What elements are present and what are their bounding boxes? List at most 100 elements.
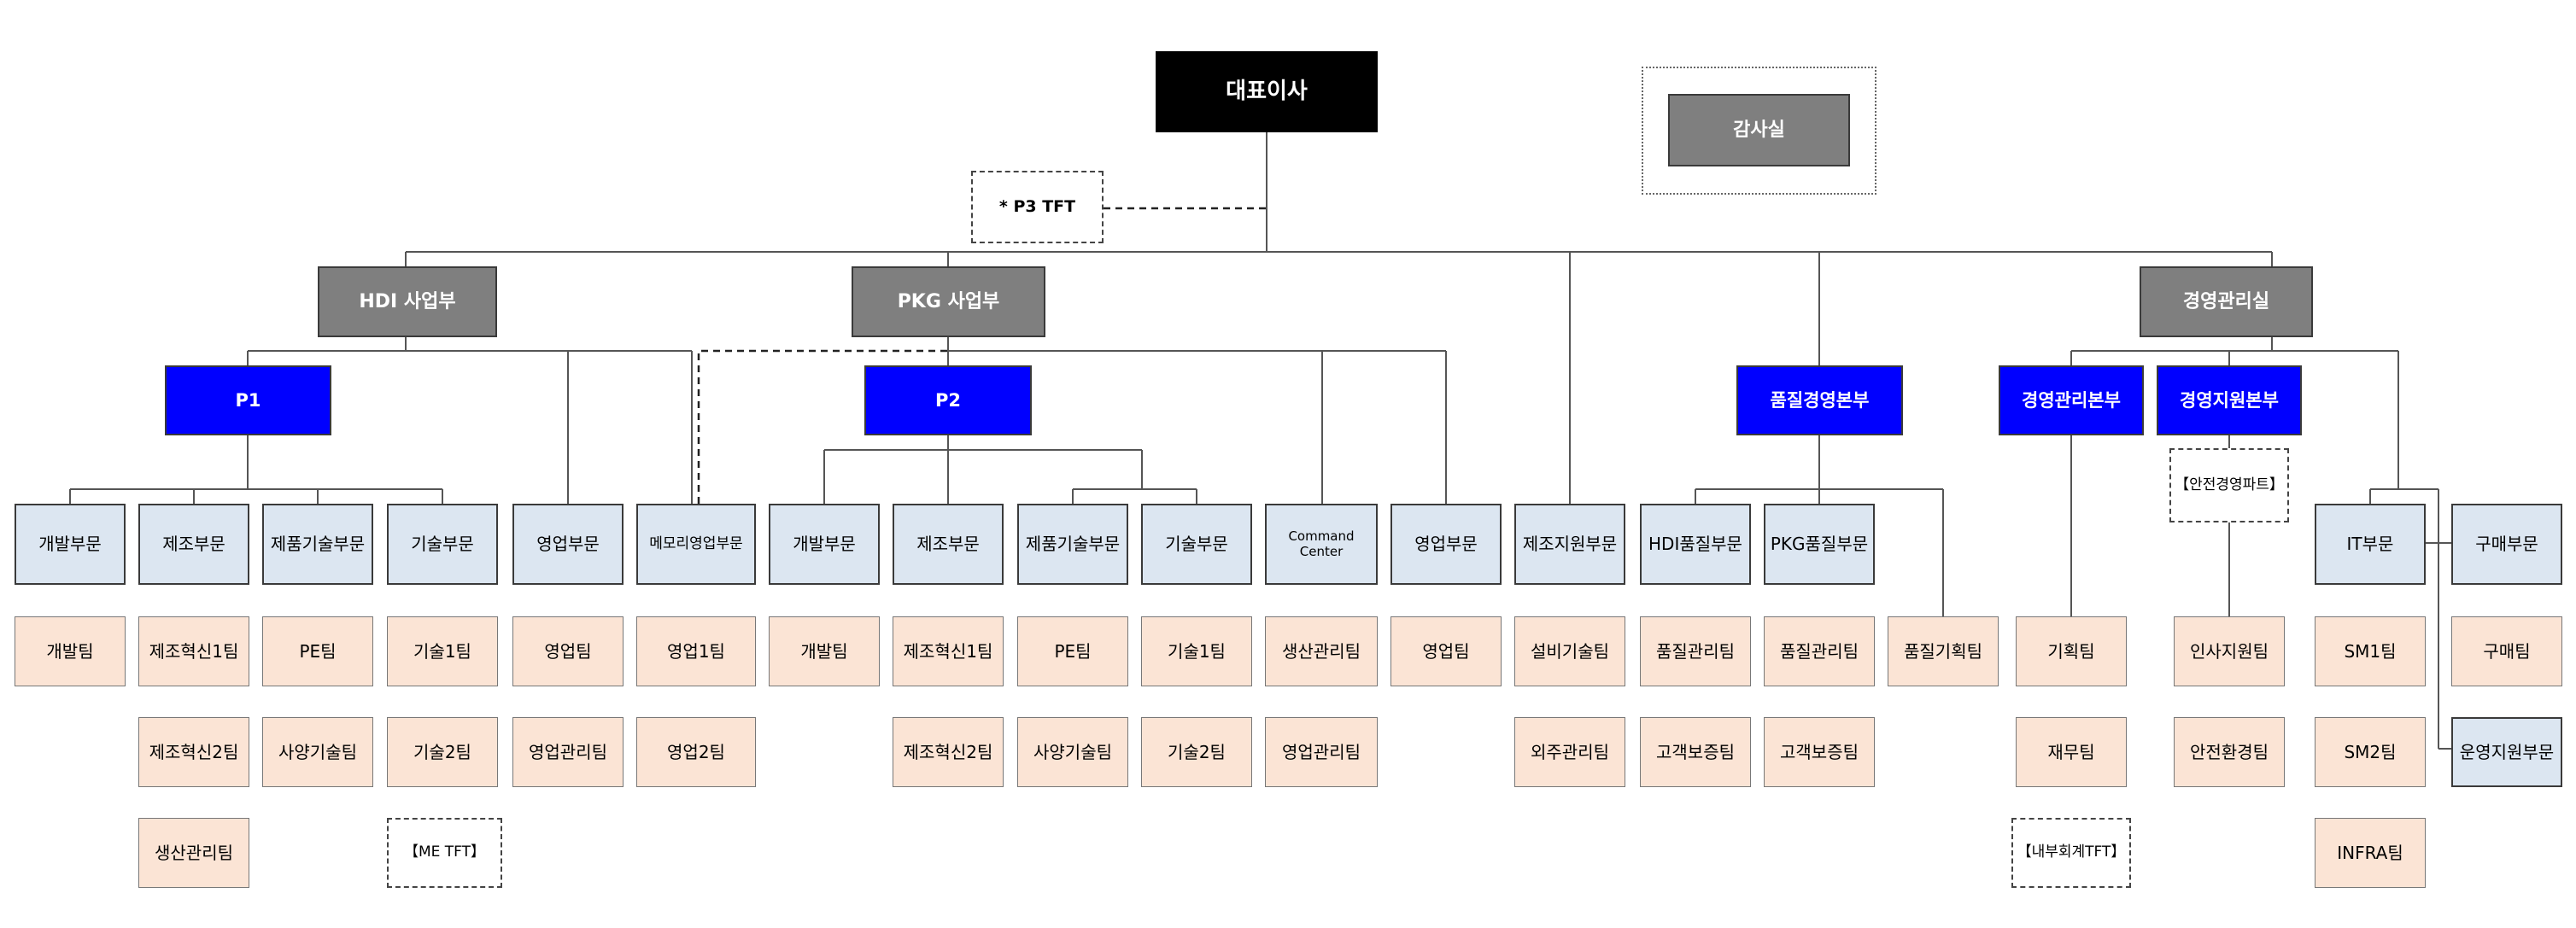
safety-env-team: 안전환경팀 [2174, 717, 2285, 787]
p1-spec-tech-team: 사양기술팀 [262, 717, 373, 787]
pkg-qm-team: 품질관리팀 [1764, 616, 1875, 686]
p1-prod-mgmt-team-label: 생산관리팀 [155, 842, 233, 863]
p1-sales-team-label: 영업팀 [544, 640, 592, 662]
me-tft-label: 【ME TFT】 [403, 843, 486, 861]
p1-dev-dept: 개발부문 [15, 504, 126, 585]
p1-tech1-team-label: 기술1팀 [413, 640, 471, 662]
p2-command-center-dept-label: Command Center [1288, 528, 1355, 559]
hr-support-team-label: 인사지원팀 [2190, 640, 2269, 662]
pkg-quality-dept: PKG품질부문 [1764, 504, 1875, 585]
purchasing-team-label: 구매팀 [2483, 640, 2531, 662]
p2-spec-tech-team-label: 사양기술팀 [1033, 741, 1112, 762]
mgmt-admin-hq-label: 경영관리본부 [2022, 389, 2121, 411]
p1-memory-sales-dept-label: 메모리영업부문 [649, 534, 743, 552]
p2-label: P2 [934, 389, 961, 411]
p1-mfg-innov2-team-label: 제조혁신2팀 [149, 741, 239, 762]
p1-mfg-innov2-team: 제조혁신2팀 [138, 717, 249, 787]
planning-team-label: 기획팀 [2047, 640, 2095, 662]
it-dept-label: IT부문 [2346, 534, 2394, 554]
p1-spec-tech-team-label: 사양기술팀 [278, 741, 357, 762]
p2-spec-tech-team: 사양기술팀 [1017, 717, 1128, 787]
mfg-support-dept-label: 제조지원부문 [1522, 534, 1618, 554]
p1-sales-mgmt-team-label: 영업관리팀 [529, 741, 607, 762]
p1-pe-team: PE팀 [262, 616, 373, 686]
purchasing-dept-label: 구매부문 [2475, 534, 2538, 554]
audit-label: 감사실 [1733, 119, 1785, 141]
ops-support-dept: 운영지원부문 [2451, 717, 2562, 787]
p2-product-tech-dept: 제품기술부문 [1017, 504, 1128, 585]
p2-command-center-dept: Command Center [1265, 504, 1378, 585]
p1-sales1-team: 영업1팀 [636, 616, 756, 686]
p3-tft-box: * P3 TFT [971, 171, 1104, 243]
infra-team-label: INFRA팀 [2337, 842, 2403, 863]
p2-tech-dept: 기술부문 [1141, 504, 1252, 585]
p1-prod-mgmt-team: 생산관리팀 [138, 818, 249, 888]
p1-sales1-team-label: 영업1팀 [667, 640, 725, 662]
mgmt-admin-hq-box: 경영관리본부 [1999, 365, 2144, 435]
p3-tft-label: * P3 TFT [998, 196, 1076, 216]
pkg-division-label: PKG 사업부 [897, 290, 1000, 312]
purchasing-team: 구매팀 [2451, 616, 2562, 686]
planning-team: 기획팀 [2016, 616, 2127, 686]
hdi-qm-team-label: 품질관리팀 [1656, 640, 1735, 662]
p1-dev-dept-label: 개발부문 [38, 534, 102, 554]
safety-env-team-label: 안전환경팀 [2190, 741, 2269, 762]
sm1-team-label: SM1팀 [2344, 640, 2397, 662]
p1-pe-team-label: PE팀 [299, 640, 337, 662]
p1-tech1-team: 기술1팀 [387, 616, 498, 686]
management-office-label: 경영관리실 [2182, 290, 2270, 312]
safety-part-box: 【안전경영파트】 [2169, 448, 2289, 522]
p1-label: P1 [235, 389, 261, 411]
p2-dev-dept-label: 개발부문 [793, 534, 856, 554]
safety-part-label: 【안전경영파트】 [2175, 476, 2284, 493]
p2-dev-dept: 개발부문 [769, 504, 880, 585]
p2-sales-mgmt-team-label: 영업관리팀 [1282, 741, 1361, 762]
pkg-division-box: PKG 사업부 [852, 266, 1045, 337]
mfg-support-dept: 제조지원부문 [1514, 504, 1625, 585]
infra-team: INFRA팀 [2315, 818, 2426, 888]
quality-hq-box: 품질경영본부 [1736, 365, 1903, 435]
outsourcing-team-label: 외주관리팀 [1531, 741, 1609, 762]
p2-mfg-dept: 제조부문 [893, 504, 1004, 585]
outsourcing-team: 외주관리팀 [1514, 717, 1625, 787]
pkg-quality-dept-label: PKG품질부문 [1770, 534, 1869, 554]
p1-mfg-innov1-team-label: 제조혁신1팀 [149, 640, 239, 662]
p1-tech2-team-label: 기술2팀 [413, 741, 471, 762]
p2-pe-team: PE팀 [1017, 616, 1128, 686]
hdi-qm-team: 품질관리팀 [1640, 616, 1751, 686]
hdi-division-box: HDI 사업부 [318, 266, 497, 337]
p2-sales-dept-label: 영업부문 [1414, 534, 1478, 554]
p2-product-tech-dept-label: 제품기술부문 [1025, 534, 1121, 554]
p2-mfg-innov2-team-label: 제조혁신2팀 [903, 741, 993, 762]
sm1-team: SM1팀 [2315, 616, 2426, 686]
p2-tech1-team: 기술1팀 [1141, 616, 1252, 686]
p1-dev-team-label: 개발팀 [46, 640, 94, 662]
p2-prod-mgmt-team-label: 생산관리팀 [1282, 640, 1361, 662]
p2-mfg-innov1-team-label: 제조혁신1팀 [903, 640, 993, 662]
purchasing-dept: 구매부문 [2451, 504, 2562, 585]
p1-sales2-team: 영업2팀 [636, 717, 756, 787]
quality-planning-team-label: 품질기획팀 [1904, 640, 1982, 662]
p1-mfg-innov1-team: 제조혁신1팀 [138, 616, 249, 686]
p2-mfg-innov2-team: 제조혁신2팀 [893, 717, 1004, 787]
facility-tech-team: 설비기술팀 [1514, 616, 1625, 686]
p2-mfg-innov1-team: 제조혁신1팀 [893, 616, 1004, 686]
facility-tech-team-label: 설비기술팀 [1531, 640, 1609, 662]
hdi-division-label: HDI 사업부 [359, 290, 456, 312]
me-tft-box: 【ME TFT】 [387, 818, 502, 888]
p1-tech-dept-label: 기술부문 [411, 534, 474, 554]
p1-sales-team: 영업팀 [512, 616, 624, 686]
p1-sales-dept: 영업부문 [512, 504, 624, 585]
mgmt-support-hq-label: 경영지원본부 [2180, 389, 2279, 411]
p1-mfg-dept: 제조부문 [138, 504, 249, 585]
hdi-cs-team: 고객보증팀 [1640, 717, 1751, 787]
mgmt-support-hq-box: 경영지원본부 [2157, 365, 2302, 435]
hr-support-team: 인사지원팀 [2174, 616, 2285, 686]
internal-accounting-tft-box: 【내부회계TFT】 [2011, 818, 2131, 888]
p2-sales-team-label: 영업팀 [1422, 640, 1470, 662]
p1-dev-team: 개발팀 [15, 616, 126, 686]
hdi-quality-dept-label: HDI품질부문 [1648, 534, 1742, 554]
p1-memory-sales-dept: 메모리영업부문 [636, 504, 756, 585]
